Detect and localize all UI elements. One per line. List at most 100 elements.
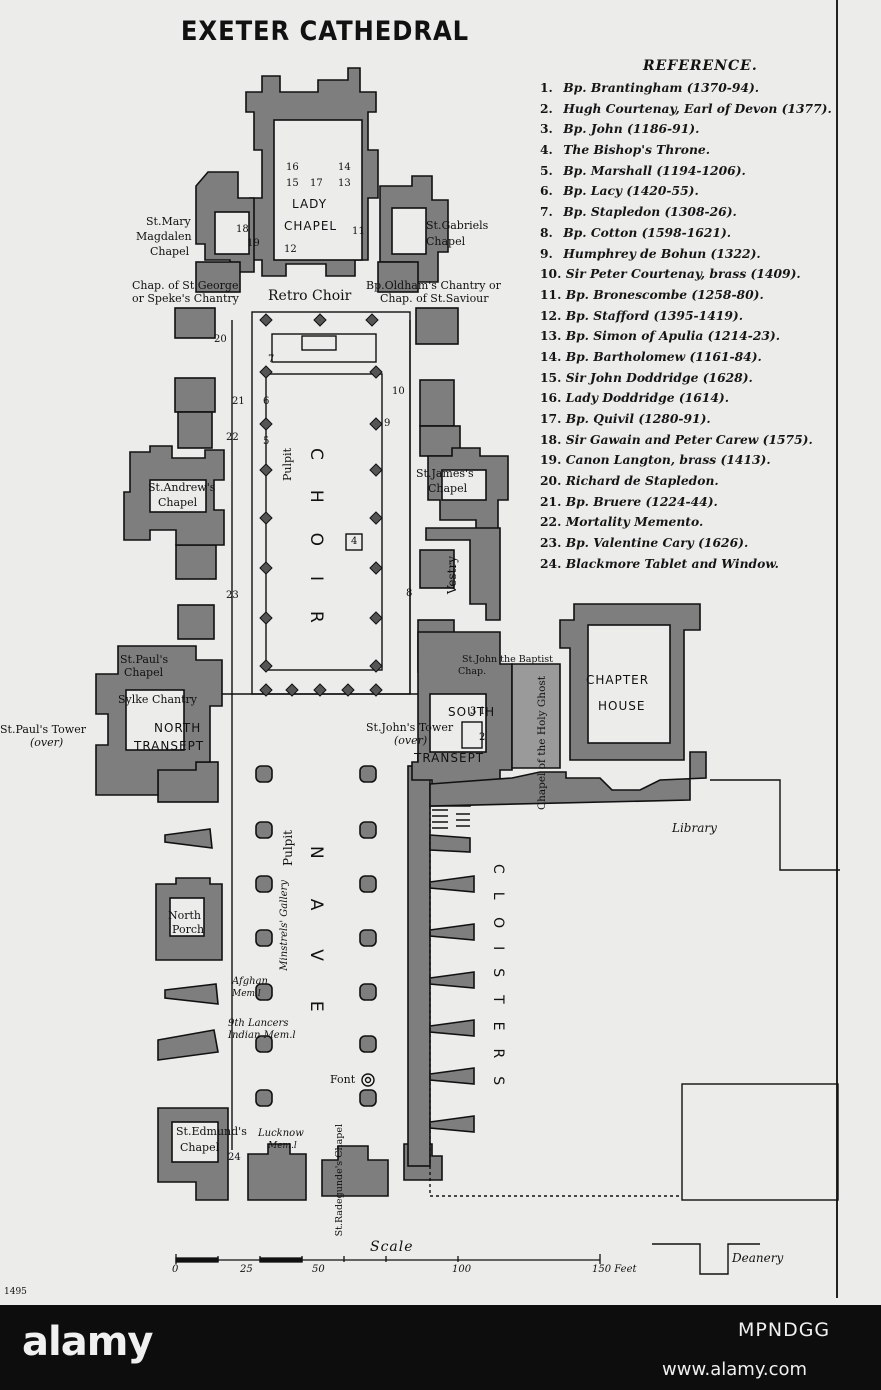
label-lancers-2: Indian Mem.l — [228, 1030, 296, 1041]
label-chapter-house-2: HOUSE — [598, 699, 646, 713]
marker-14: 14 — [338, 162, 351, 173]
west-front-north — [247, 1143, 307, 1201]
reference-item: 7. Bp. Stapledon (1308-26). — [540, 204, 737, 220]
reference-list: 1. Bp. Brantingham (1370-94). 2. Hugh Co… — [540, 80, 875, 577]
marker-17: 17 — [310, 178, 323, 189]
marker-22: 22 — [226, 432, 239, 443]
label-minstrels-gallery: Minstrels' Gallery — [279, 880, 290, 971]
label-chapter-house-1: CHAPTER — [586, 673, 650, 687]
label-st-gabriels-1: St.Gabriels — [426, 219, 489, 232]
watermark-url: www.alamy.com — [662, 1359, 808, 1380]
reference-item: 1. Bp. Brantingham (1370-94). — [540, 80, 760, 95]
marker-12: 12 — [284, 244, 297, 255]
scale-tick-150: 150 Feet — [592, 1264, 637, 1275]
reference-item: 23. Bp. Valentine Cary (1626). — [540, 535, 749, 551]
stairs — [432, 809, 470, 829]
cloister-garth — [681, 1083, 839, 1201]
label-over-south: (over) — [394, 734, 428, 747]
label-north-porch-1: North — [168, 909, 202, 922]
label-st-james-1: St.James's — [416, 467, 474, 480]
label-cloisters: CLOISTERS — [490, 864, 506, 1104]
label-st-pauls-tower: St.Paul's Tower — [0, 723, 86, 736]
label-st-john-baptist-1: St.John the Baptist — [462, 654, 553, 665]
label-st-radegunde: St.Radegunde's Chapel — [334, 1124, 345, 1237]
label-st-mary-3: Chapel — [150, 245, 190, 258]
reredos — [271, 333, 377, 363]
cloister-north-wall — [429, 751, 707, 807]
label-oldhams-2: Chap. of St.Saviour — [380, 292, 489, 305]
reference-item: 14. Bp. Bartholomew (1161-84). — [540, 348, 762, 364]
reference-item: 24. Blackmore Tablet and Window. — [540, 555, 779, 571]
label-south-transept-1: SOUTH — [448, 705, 496, 719]
marker-13: 13 — [338, 178, 351, 189]
reference-item: 9. Humphrey de Bohun (1322). — [540, 245, 761, 261]
label-oldhams-1: Bp.Oldham's Chantry or — [366, 279, 501, 292]
plate-number: 1495 — [4, 1287, 27, 1297]
label-st-edmunds-1: St.Edmund's — [176, 1125, 247, 1138]
reference-item: 3. Bp. John (1186-91). — [540, 121, 700, 137]
label-st-pauls-chapel-1: St.Paul's — [120, 653, 169, 666]
reference-item: 2. Hugh Courtenay, Earl of Devon (1377). — [540, 100, 832, 116]
label-over-north: (over) — [30, 736, 64, 749]
marker-3: 3 — [470, 706, 477, 717]
marker-21: 21 — [232, 396, 245, 407]
label-afghan-2: Mem.l — [232, 989, 261, 999]
marker-1: 1 — [479, 706, 486, 717]
margin-line — [836, 0, 838, 1298]
scale-tick-0: 0 — [172, 1264, 179, 1275]
floor-plan — [95, 67, 840, 1275]
reference-item: 11. Bp. Bronescombe (1258-80). — [540, 286, 764, 302]
reference-item: 5. Bp. Marshall (1194-1206). — [540, 162, 746, 178]
label-pulpit-nave: Pulpit — [281, 830, 295, 866]
label-st-mary-1: St.Mary — [146, 215, 191, 228]
label-choir: CHOIR — [306, 448, 326, 653]
st-radegunde-wall — [321, 1145, 389, 1197]
nave-south-buttresses — [429, 834, 475, 1133]
marker-9: 9 — [384, 418, 391, 429]
choir-piers — [259, 313, 383, 697]
deanery-outline — [652, 1243, 760, 1275]
cloister-outline — [429, 806, 680, 1197]
watermark-bar: alamy MPNDGG www.alamy.com — [0, 1305, 881, 1390]
reference-item: 20. Richard de Stapledon. — [540, 473, 719, 489]
label-st-andrews-1: St.Andrew's — [148, 481, 216, 494]
marker-19: 19 — [247, 238, 260, 249]
marker-24: 24 — [228, 1152, 241, 1163]
label-st-andrews-2: Chapel — [158, 496, 198, 509]
reference-item: 12. Bp. Stafford (1395-1419). — [540, 307, 743, 323]
marker-16: 16 — [286, 162, 299, 173]
label-chap-st-george-1: Chap. of St.George — [132, 279, 239, 292]
reference-item: 22. Mortality Memento. — [540, 514, 704, 530]
label-st-james-2: Chapel — [428, 482, 468, 495]
label-retro-choir: Retro Choir — [268, 288, 352, 304]
map-sheet: EXETER CATHEDRAL REFERENCE. 1. Bp. Brant… — [0, 0, 881, 1305]
label-north-transept-1: NORTH — [154, 721, 202, 735]
marker-23: 23 — [226, 590, 239, 601]
label-north-porch-2: Porch — [172, 923, 205, 936]
watermark-image-id: MPNDGG — [738, 1319, 831, 1341]
marker-2: 2 — [479, 732, 486, 743]
reference-item: 4. The Bishop's Throne. — [540, 142, 710, 158]
oldhams-chantry — [377, 261, 419, 293]
marker-20: 20 — [214, 334, 227, 345]
lady-chapel-interior — [273, 119, 363, 261]
vestry-wall — [425, 527, 501, 621]
label-lady-chapel-2: CHAPEL — [284, 219, 338, 233]
reference-item: 18. Sir Gawain and Peter Carew (1575). — [540, 431, 813, 447]
font-basin — [361, 1073, 375, 1087]
scale-bar — [175, 1254, 601, 1264]
reference-item: 17. Bp. Quivil (1280-91). — [540, 411, 711, 426]
label-pulpit-choir: Pulpit — [281, 448, 294, 481]
marker-11: 11 — [352, 226, 365, 237]
reference-item: 16. Lady Doddridge (1614). — [540, 390, 729, 406]
reference-heading: REFERENCE. — [643, 58, 758, 74]
marker-8: 8 — [406, 588, 413, 599]
label-st-gabriels-2: Chapel — [426, 235, 466, 248]
marker-5: 5 — [263, 436, 270, 447]
label-st-mary-2: Magdalen — [136, 230, 192, 243]
label-lancers-1: 9th Lancers — [228, 1018, 289, 1029]
label-library: Library — [672, 821, 717, 835]
label-st-edmunds-2: Chapel — [180, 1141, 220, 1154]
label-font: Font — [330, 1073, 356, 1086]
bishops-throne — [345, 533, 363, 551]
